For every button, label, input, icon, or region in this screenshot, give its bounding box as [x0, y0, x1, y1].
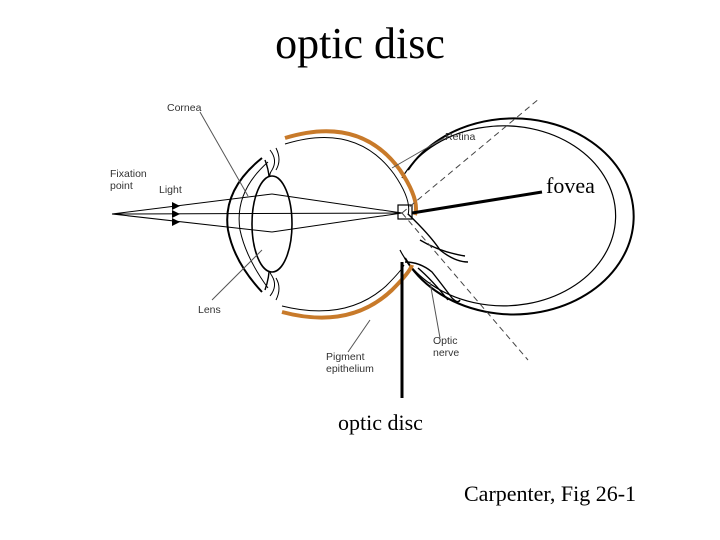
fovea-pointer: [411, 190, 543, 215]
label-optic-2: nerve: [433, 347, 459, 359]
retina-line-upper: [284, 137, 410, 216]
label-optic-1: Optic: [433, 335, 458, 347]
pigment-band-upper: [284, 129, 418, 216]
arrow-icons: [172, 202, 180, 226]
sclera-outline: [404, 117, 635, 316]
label-retina: Retina: [445, 131, 476, 143]
label-cornea: Cornea: [167, 102, 202, 114]
cornea-inner: [238, 161, 269, 289]
optic-nerve-shape: [404, 213, 469, 303]
slide-title: optic disc: [275, 19, 445, 68]
label-light: Light: [159, 184, 182, 196]
callout-fovea: fovea: [546, 173, 595, 198]
dashed-axis-lower: [401, 212, 529, 361]
lens-shape: [251, 175, 293, 273]
label-fixation-2: point: [110, 180, 133, 192]
choroid-outline: [399, 125, 617, 307]
label-pigment-2: epithelium: [326, 363, 374, 375]
light-rays: [111, 193, 403, 233]
label-leaders: [199, 111, 445, 353]
label-lens: Lens: [198, 304, 221, 316]
label-pigment-1: Pigment: [326, 351, 365, 363]
cornea-shape: [226, 157, 263, 293]
pigment-band-lower: [281, 264, 414, 320]
retina-line-lower: [281, 264, 405, 312]
callout-optic-disc: optic disc: [338, 410, 423, 435]
citation: Carpenter, Fig 26-1: [464, 481, 636, 506]
label-fixation-1: Fixation: [110, 168, 147, 180]
